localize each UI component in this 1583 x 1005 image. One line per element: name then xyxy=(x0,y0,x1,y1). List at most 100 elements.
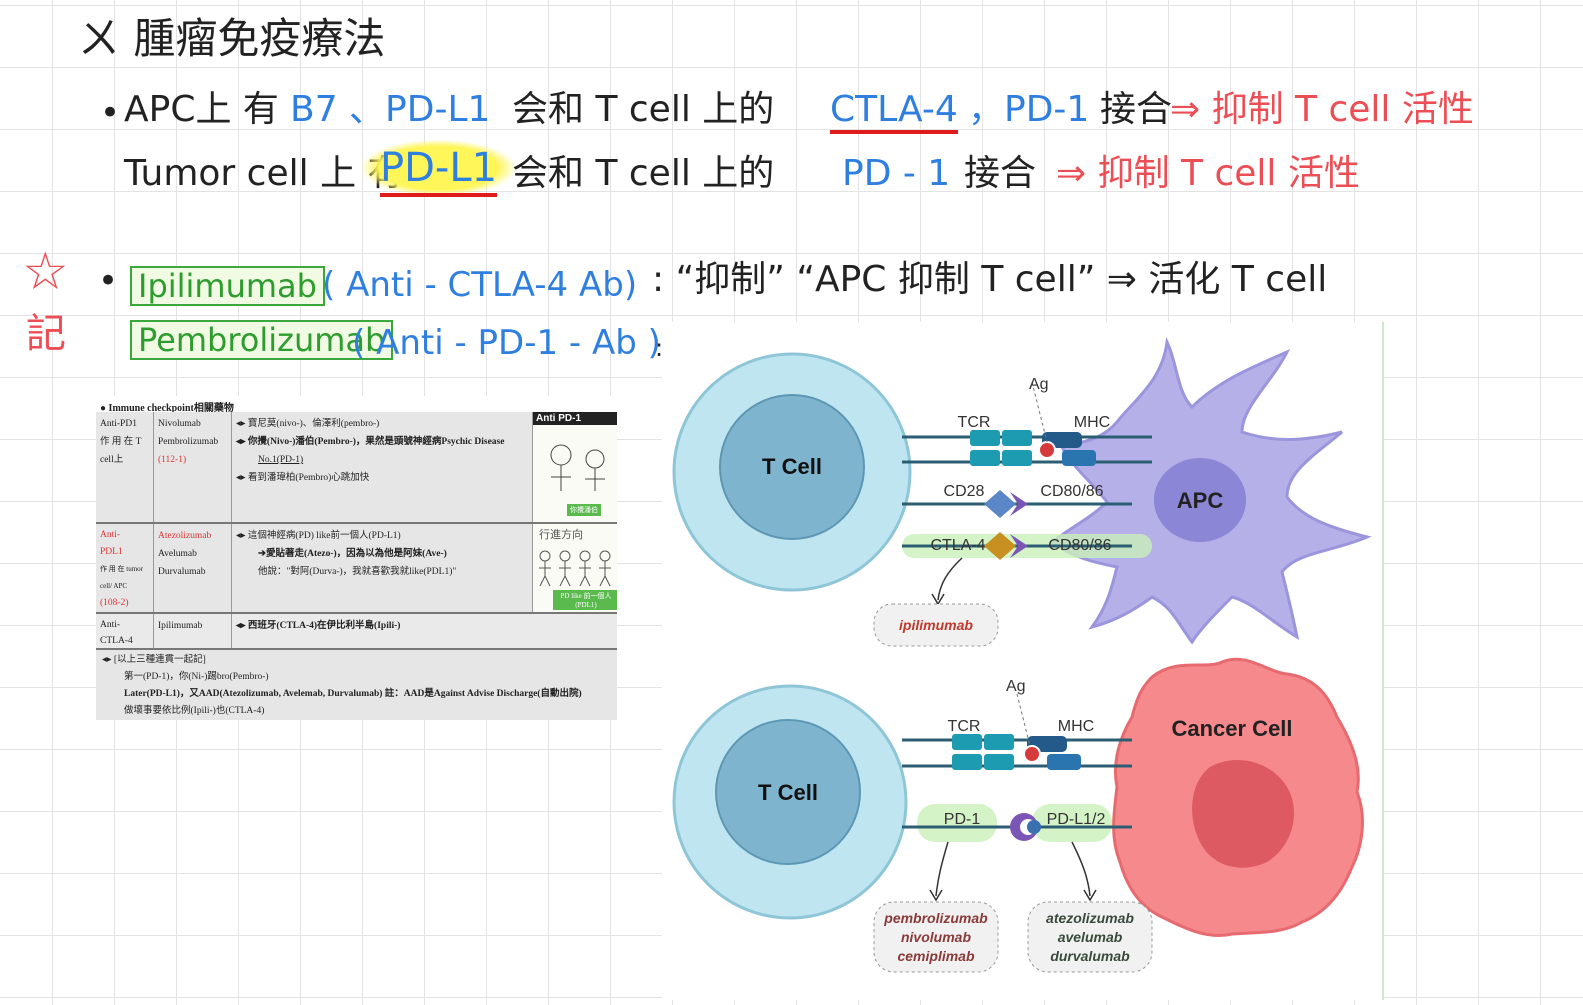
group-line: PDL1 xyxy=(100,547,123,557)
group-line: 作 用 在 tumor xyxy=(100,565,143,573)
sketch-figures xyxy=(550,444,605,491)
row-group: Anti-PD1 作 用 在 T cell上 xyxy=(96,412,154,522)
footer-line: 做壞事要依比例(Ipili-)也(CTLA-4) xyxy=(124,706,265,716)
group-line: CTLA-4 xyxy=(100,636,133,646)
pd1-word-2: PD - 1 xyxy=(842,153,951,194)
pdl1-highlight: PD-L1 xyxy=(362,140,516,197)
group-line: cell上 xyxy=(100,455,124,465)
tcell-bottom-label: T Cell xyxy=(758,780,818,805)
row-notes: ◂▸ 西班牙(CTLA-4)在伊比利半島(Ipili-) xyxy=(232,614,617,648)
group-line: Anti- xyxy=(100,530,121,540)
tcr-mhc-complex-2 xyxy=(902,693,1132,770)
pd1-drug-2: nivolumab xyxy=(901,929,971,945)
bullet-2: • xyxy=(98,261,119,301)
note-line: 他說："對阿(Durva-)，我就喜歡我就like(PDL1)" xyxy=(258,567,457,577)
drug-ipilimumab-desc: ( Anti - CTLA-4 Ab) xyxy=(322,265,638,305)
apc-has: APC上 有 xyxy=(124,89,279,130)
footer-line: ◂▸ [以上三種連貫一起記] xyxy=(102,655,206,665)
note-line: ◂▸ 你攪(Nivo-)潘伯(Pembro-)，果然是頭號神經病Psychic … xyxy=(236,437,505,447)
pd1-word: ，PD-1 xyxy=(968,89,1090,130)
row-drugs: Ipilimumab xyxy=(154,614,232,648)
table-title-text: Immune checkpoint相關藥物 xyxy=(108,403,234,414)
tcell-bottom xyxy=(672,684,908,920)
mnemonic-sketch: Anti PD-1 你攪潘伯 xyxy=(532,412,617,522)
apc-label: APC xyxy=(1177,488,1224,513)
drug-name: Ipilimumab xyxy=(158,621,203,631)
footer-line: 第一(PD-1)，你(Ni-)踢bro(Pembro-) xyxy=(124,672,269,682)
binds-tcell-2: 会和 T cell 上的 xyxy=(512,153,775,194)
cancer-cell xyxy=(1112,657,1364,937)
inhibit-result: ⇒ 抑制 T cell 活性 xyxy=(1170,89,1474,130)
drug-name: Atezolizumab xyxy=(158,531,212,541)
ligands: B7 、PD-L1 xyxy=(290,89,491,130)
table-footer: ◂▸ [以上三種連貫一起記] 第一(PD-1)，你(Ni-)踢bro(Pembr… xyxy=(96,650,617,720)
note-line: ➔愛貼著走(Atezo-)，因為以為他是阿妹(Ave-) xyxy=(258,549,447,559)
row-group: Anti- PDL1 作 用 在 tumor cell/ APC (108-2) xyxy=(96,524,154,612)
pdl1-drug-pill xyxy=(1027,901,1153,973)
mechanism-note: : “抑制” “APC 抑制 T cell” ⇒ 活化 T cell xyxy=(652,259,1328,300)
heading: ㄨ 腫瘤免疫療法 xyxy=(78,14,386,63)
row-notes: ◂▸ 這個神經病(PD) like前一個人(PD-L1) ➔愛貼著走(Atezo… xyxy=(232,524,532,612)
row-notes: ◂▸ 寶尼莫(nivo-)、倫澤利(pembro-) ◂▸ 你攪(Nivo-)潘… xyxy=(232,412,532,522)
sketch-title: 行進方向 xyxy=(539,529,583,541)
note-line: No.1(PD-1) xyxy=(258,455,304,465)
tumor-has: Tumor cell 上 有 xyxy=(124,153,404,194)
bullet: • xyxy=(100,93,121,133)
binds-tcell: 会和 T cell 上的 xyxy=(512,89,775,130)
checkpoint-drug-table: ● Immune checkpoint相關藥物 Anti-PD1 作 用 在 T… xyxy=(96,396,617,720)
mhc-label-2: MHC xyxy=(1058,718,1094,735)
ipilimumab-pill xyxy=(873,603,999,647)
ag-label: Ag xyxy=(1029,376,1049,393)
inhibit-result-2: ⇒ 抑制 T cell 活性 xyxy=(1056,153,1360,194)
pdl1-word: PD-L1 xyxy=(380,145,498,197)
note-line: ◂▸ 看到潘瑋柏(Pembro)心跳加快 xyxy=(236,473,370,483)
table-row: Anti- CTLA-4 Ipilimumab ◂▸ 西班牙(CTLA-4)在伊… xyxy=(96,614,617,650)
table-row: Anti-PD1 作 用 在 T cell上 Nivolumab Pembrol… xyxy=(96,412,617,524)
group-line: cell/ APC xyxy=(100,582,128,590)
drug-name: Durvalumab xyxy=(158,567,206,577)
sketch-figures xyxy=(539,550,611,587)
tcell-top-label: T Cell xyxy=(762,454,822,479)
row-drugs: Atezolizumab Avelumab Durvalumab xyxy=(154,524,232,612)
pdl1-drug-1: atezolizumab xyxy=(1046,910,1134,926)
drug-pembrolizumab: Pembrolizumab xyxy=(130,320,394,360)
tcr-label: TCR xyxy=(958,414,991,431)
ipilimumab-label: ipilimumab xyxy=(899,617,973,633)
drug-name: Nivolumab xyxy=(158,419,201,429)
pdl1-label: PD-L1/2 xyxy=(1047,811,1106,828)
tcr-mhc-complex xyxy=(902,381,1152,466)
note-line: ◂▸ 西班牙(CTLA-4)在伊比利半島(Ipili-) xyxy=(236,621,401,631)
checkpoint-diagram: APC T Cell Ag TCR MHC CD28 CD80/86 xyxy=(662,322,1384,1000)
pdl1-drug-2: avelumab xyxy=(1058,929,1123,945)
table-title: ● Immune checkpoint相關藥物 xyxy=(100,403,234,414)
drug-pembrolizumab-desc: ( Anti - PD-1 - Ab ) xyxy=(352,323,661,363)
memorize-label: 記 xyxy=(26,311,66,357)
drug-name: Avelumab xyxy=(158,549,197,559)
tcr-label-2: TCR xyxy=(948,718,981,735)
pd1-drug-pill xyxy=(873,901,999,973)
cd28-label: CD28 xyxy=(944,483,985,500)
cd28-pair xyxy=(902,490,1132,518)
ctla4-word: CTLA-4 xyxy=(830,92,958,134)
row-drugs: Nivolumab Pembrolizumab (112-1) xyxy=(154,412,232,522)
pdl1-drug-3: durvalumab xyxy=(1050,948,1130,964)
ctla4-pair xyxy=(902,532,1152,606)
note-line: ◂▸ 寶尼莫(nivo-)、倫澤利(pembro-) xyxy=(236,419,380,429)
pd1-drug-3: cemiplimab xyxy=(897,948,974,964)
sketch-caption: PD like 前一個人 (PDL1) xyxy=(553,590,617,610)
drug-ipilimumab: Ipilimumab xyxy=(130,266,325,306)
row-group: Anti- CTLA-4 xyxy=(96,614,154,648)
table-row: Anti- PDL1 作 用 在 tumor cell/ APC (108-2)… xyxy=(96,524,617,614)
cd80-label-2: CD80/86 xyxy=(1048,537,1111,554)
apc-cell xyxy=(1049,336,1372,645)
diagram-svg: APC T Cell Ag TCR MHC CD28 CD80/86 xyxy=(672,336,1372,973)
group-line: Anti- xyxy=(100,620,121,630)
sketch-caption: 你攪潘伯 xyxy=(567,504,601,516)
ag-label-2: Ag xyxy=(1006,678,1026,695)
exam-code: (112-1) xyxy=(158,455,187,465)
mnemonic-sketch: 行進方向 PD like 前一個人 (PDL1) xyxy=(532,524,617,612)
colon-mark: : xyxy=(655,334,664,362)
bind-word-2: 接合 xyxy=(964,153,1037,194)
drug-name: Pembrolizumab xyxy=(158,437,219,447)
tcell-top xyxy=(672,352,912,592)
